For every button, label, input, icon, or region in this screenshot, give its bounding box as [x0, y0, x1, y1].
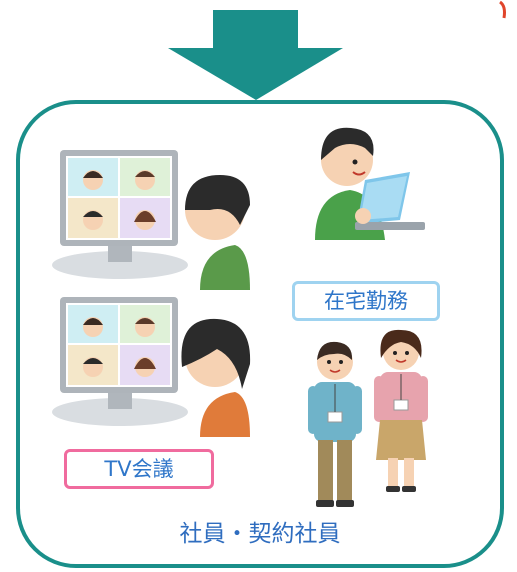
- remote-work-label: 在宅勤務: [292, 281, 440, 321]
- laptop-worker-illustration: [315, 127, 425, 240]
- tv-meeting-label: TV会議: [64, 449, 214, 489]
- video-conference-woman-illustration: [52, 297, 251, 437]
- male-employee-illustration: [308, 341, 362, 507]
- staff-label: 社員・契約社員: [179, 521, 341, 547]
- down-arrow-icon: [168, 0, 506, 100]
- video-conference-man-illustration: [52, 150, 250, 290]
- female-employee-illustration: [374, 329, 428, 492]
